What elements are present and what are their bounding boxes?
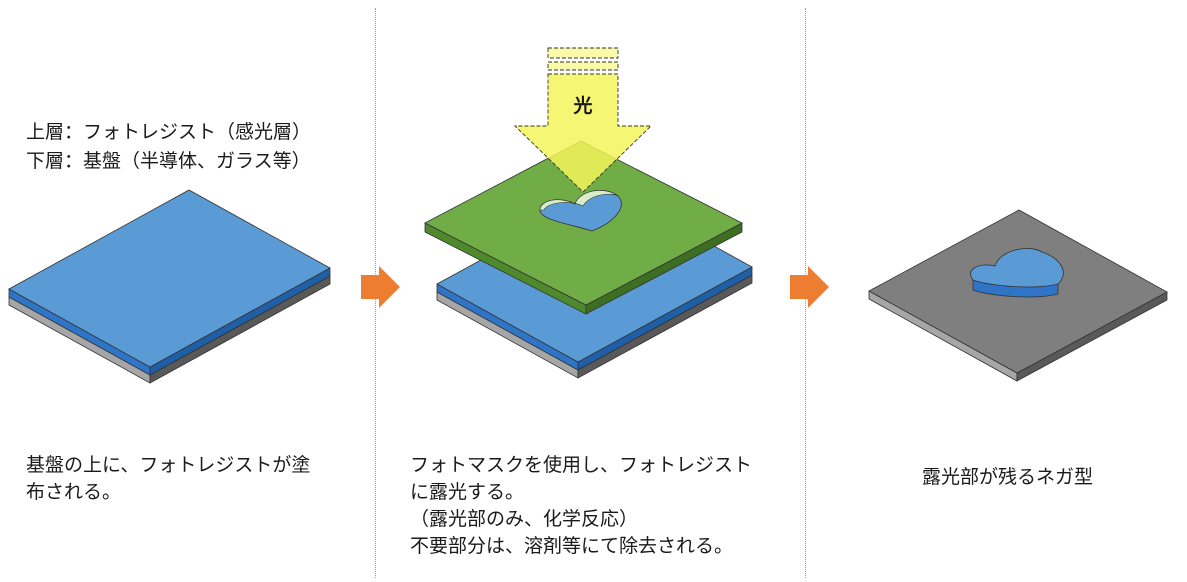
photoresist-layer [8,189,331,376]
caption-line: フォトマスクを使用し、フォトレジスト [410,454,753,476]
top-layer-label: 上層：フォトレジスト（感光層） [26,121,312,143]
caption-line: 布される。 [26,481,122,503]
bottom-layer-label: 下層：基盤（半導体、ガラス等） [26,150,311,172]
photomask [424,140,743,315]
caption-line: 露光部が残るネガ型 [922,466,1094,488]
layer-legend: 上層：フォトレジスト（感光層） 下層：基盤（半導体、ガラス等） [26,118,311,176]
right-arrow-icon [361,266,400,308]
caption-line: （露光部のみ、化学反応） [410,508,639,530]
light-arrow: 光 [513,47,653,193]
right-arrow-icon [790,266,829,308]
step3-caption: 露光部が残るネガ型 [922,464,1093,491]
step2-caption: フォトマスクを使用し、フォトレジスト に露光する。 （露光部のみ、化学反応） 不… [410,452,752,560]
heart-pattern [970,248,1064,298]
step1-caption: 基盤の上に、フォトレジストが塗 布される。 [26,452,310,506]
caption-line: 基盤の上に、フォトレジストが塗 [26,454,311,476]
heart-top [970,248,1064,288]
light-label: 光 [572,94,592,117]
caption-line: に露光する。 [410,481,525,503]
caption-line: 不要部分は、溶剤等にて除去される。 [410,535,734,557]
